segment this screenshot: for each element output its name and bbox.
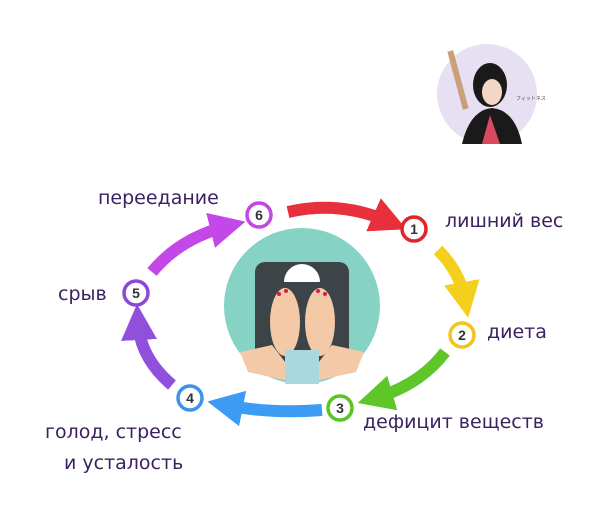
svg-text:4: 4	[186, 390, 194, 406]
arrow-2-to-3	[357, 348, 450, 411]
arrow-6-to-1	[286, 198, 407, 232]
step-1: 1	[400, 215, 428, 243]
label-breakdown: срыв	[58, 283, 107, 305]
label-excess-weight: лишний вес	[445, 210, 563, 232]
svg-text:1: 1	[410, 221, 418, 237]
svg-text:3: 3	[336, 400, 344, 416]
label-fatigue: и усталость	[64, 452, 183, 474]
svg-text:6: 6	[255, 207, 263, 223]
label-overeating: переедание	[98, 187, 219, 209]
arrow-4-to-5	[121, 304, 176, 390]
step-4: 4	[176, 384, 204, 412]
arrow-3-to-4	[207, 390, 323, 427]
svg-text:5: 5	[132, 285, 140, 301]
label-nutrient-deficit: дефицит веществ	[363, 411, 544, 433]
logo-text: フィットネス	[516, 96, 546, 102]
arrow-5-to-6	[147, 212, 246, 276]
svg-text:2: 2	[458, 327, 466, 343]
step-5: 5	[122, 279, 150, 307]
label-hunger-stress: голод, стресс	[45, 421, 182, 443]
arrow-1-to-2	[433, 245, 480, 318]
feet-on-scale-icon	[224, 228, 380, 384]
step-6: 6	[245, 201, 273, 229]
step-2: 2	[448, 321, 476, 349]
step-3: 3	[326, 394, 354, 422]
label-diet: диета	[487, 321, 547, 343]
logo-avatar: フィットネス	[437, 44, 546, 144]
